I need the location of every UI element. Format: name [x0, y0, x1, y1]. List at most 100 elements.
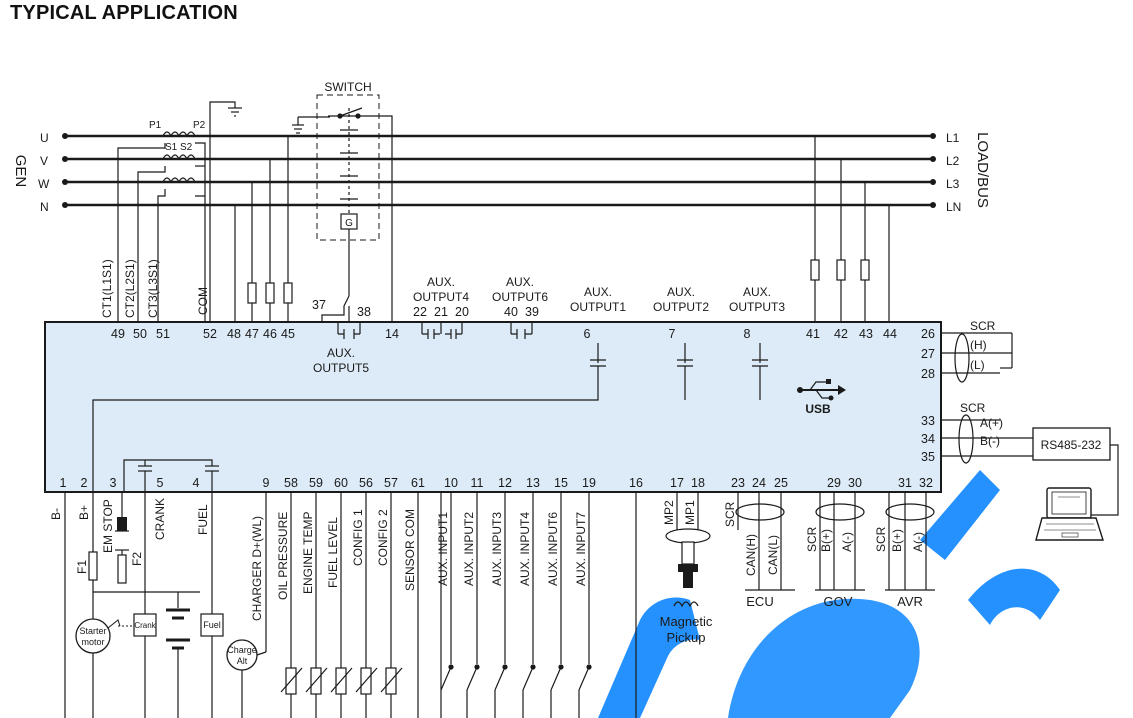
terminal-29: 29 [827, 476, 841, 490]
page-title: TYPICAL APPLICATION [10, 2, 238, 24]
label-avr-bp: B(+) [890, 529, 904, 552]
ct2-label: CT2(L2S1) [123, 259, 137, 318]
can-bus-wiring [941, 332, 1013, 383]
rs485-wiring [941, 414, 1119, 516]
terminal-32: 32 [919, 476, 933, 490]
com-label: COM [196, 287, 210, 315]
gen-label: GEN [12, 155, 29, 188]
terminal-28: 28 [921, 367, 935, 381]
bottom-vertical-labels: B- B+ EM STOP CRANK FUEL F1 F2 CHARGER D… [49, 498, 925, 621]
terminal-19: 19 [582, 476, 596, 490]
terminal-22: 22 [413, 305, 427, 319]
sensor-resistors [280, 667, 403, 695]
em-stop-switch [115, 517, 129, 551]
bus-sense-wiring [810, 136, 890, 322]
gov-label: GOV [824, 594, 853, 609]
label-sensorcom: SENSOR COM [403, 509, 417, 591]
terminal-56: 56 [359, 476, 373, 490]
label-gov-am: A(-) [840, 532, 854, 552]
magnetic-label-1: Magnetic [660, 614, 713, 629]
terminal-25: 25 [774, 476, 788, 490]
laptop-icon [1035, 487, 1104, 541]
terminal-23: 23 [731, 476, 745, 490]
ct-p1: P1 [149, 120, 162, 131]
aux-output3-label-a: AUX. [743, 285, 771, 299]
gen-phase-u: U [40, 131, 49, 145]
terminal-49: 49 [111, 327, 125, 341]
label-gov-bp: B(+) [819, 529, 833, 552]
aux-output1-label-b: OUTPUT1 [570, 300, 626, 314]
fuel-relay-box [200, 613, 224, 637]
terminal-38: 38 [357, 305, 371, 319]
terminal-27: 27 [921, 347, 935, 361]
ct-p2: P2 [193, 120, 206, 131]
input-switches [440, 664, 592, 718]
terminal-6: 6 [584, 327, 591, 341]
battery-icon [166, 608, 190, 650]
label-mp2: MP2 [662, 500, 676, 525]
terminal-21: 21 [434, 305, 448, 319]
can-scr: SCR [970, 319, 996, 333]
terminal-40: 40 [504, 305, 518, 319]
ct1-label: CT1(L1S1) [100, 259, 114, 318]
aux-output5-label-a: AUX. [327, 346, 355, 360]
starter-label-1: Starter [79, 626, 106, 636]
usb-label: USB [805, 402, 831, 416]
terminal-43: 43 [859, 327, 873, 341]
label-crank: CRANK [153, 498, 167, 540]
label-mp1: MP1 [683, 500, 697, 525]
g-label: G [345, 218, 353, 229]
terminal-18: 18 [691, 476, 705, 490]
terminal-7: 7 [669, 327, 676, 341]
voltage-sense-wiring [234, 136, 293, 322]
label-avr-scr: SCR [874, 526, 888, 552]
load-phase-l1: L1 [946, 131, 960, 145]
label-gov-scr: SCR [805, 526, 819, 552]
terminal-14: 14 [385, 327, 399, 341]
label-charger: CHARGER D+(WL) [250, 516, 264, 621]
gen-phase-v: V [40, 154, 48, 168]
crank-box-label: Crank [134, 621, 156, 630]
load-phase-l2: L2 [946, 154, 960, 168]
controller-body [44, 321, 942, 493]
aux-output6-label-b: OUTPUT6 [492, 290, 548, 304]
label-in2: AUX. INPUT2 [462, 512, 476, 586]
terminal-37: 37 [312, 298, 326, 312]
terminal-33: 33 [921, 414, 935, 428]
terminal-2: 2 [81, 476, 88, 490]
label-config2: CONFIG 2 [376, 509, 390, 566]
rs485-scr: SCR [960, 401, 986, 415]
terminal-1: 1 [60, 476, 67, 490]
terminal-35: 35 [921, 450, 935, 464]
ct3-label: CT3(L3S1) [146, 259, 160, 318]
terminal-61: 61 [411, 476, 425, 490]
terminal-12: 12 [498, 476, 512, 490]
magnetic-pickup-icon [665, 528, 711, 608]
ct-wiring [117, 101, 242, 322]
terminal-58: 58 [284, 476, 298, 490]
label-fuellevel: FUEL LEVEL [326, 517, 340, 588]
terminal-8: 8 [744, 327, 751, 341]
load-bus-label: LOAD/BUS [974, 132, 991, 208]
terminal-34: 34 [921, 432, 935, 446]
load-phase-ln: LN [946, 200, 961, 214]
watermark [598, 470, 1060, 718]
terminal-10: 10 [444, 476, 458, 490]
label-bplus: B+ [77, 505, 91, 520]
ct-s1: S1 [165, 142, 178, 153]
terminal-60: 60 [334, 476, 348, 490]
fuse-f2 [117, 554, 127, 584]
can-h: (H) [970, 338, 987, 352]
label-canl: CAN(L) [766, 535, 780, 575]
label-f2: F2 [130, 552, 144, 566]
load-phase-l3: L3 [946, 177, 960, 191]
breaker-switch [292, 94, 393, 322]
terminal-47: 47 [245, 327, 259, 341]
bottom-terminal-numbers: 1 2 3 5 4 9 58 59 60 56 57 61 10 11 12 1… [60, 476, 933, 490]
terminal-3: 3 [110, 476, 117, 490]
terminal-51: 51 [156, 327, 170, 341]
label-in1: AUX. INPUT1 [436, 512, 450, 586]
aux-output2-label-a: AUX. [667, 285, 695, 299]
usb-icon [797, 379, 846, 401]
